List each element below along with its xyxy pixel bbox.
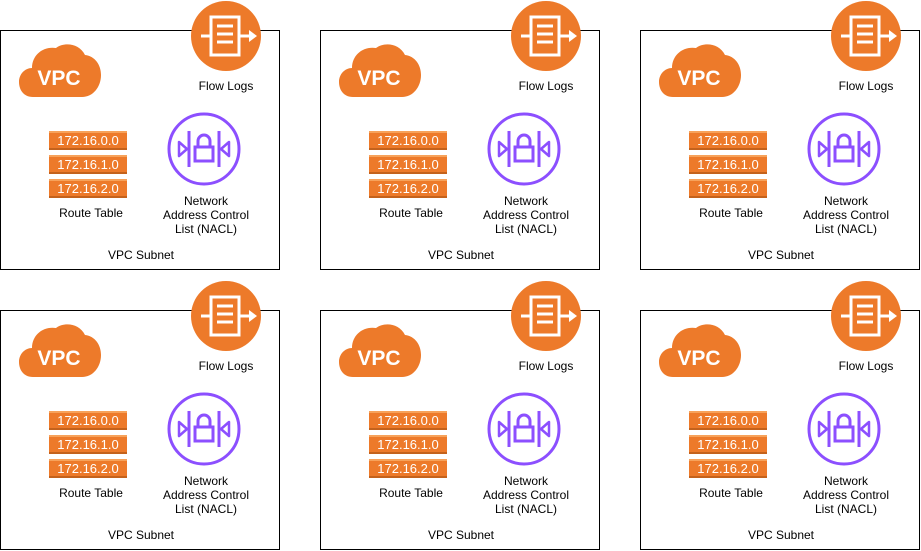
vpc-cloud-icon: VPC: [19, 324, 101, 377]
nacl-label-line: List (NACL): [814, 502, 877, 516]
subnet-label: VPC Subnet: [427, 248, 495, 262]
nacl-label: Network Address Control List (NACL): [151, 194, 261, 236]
nacl-lock-icon: [487, 112, 561, 186]
vpc-subnet: VPC Flow Logs 172.16.0.0 172.16.1.0 172.…: [0, 281, 280, 550]
vpc-label: VPC: [677, 347, 720, 370]
vpc-label: VPC: [357, 67, 400, 90]
flow-logs-label: Flow Logs: [838, 79, 894, 93]
nacl-lock-icon: [167, 112, 241, 186]
route-table-label: Route Table: [699, 206, 763, 220]
route-table: 172.16.0.0 172.16.1.0 172.16.2.0: [49, 411, 127, 483]
route-table: 172.16.0.0 172.16.1.0 172.16.2.0: [689, 411, 767, 483]
vpc-subnet: VPC Flow Logs 172.16.0.0 172.16.1.0 172.…: [320, 281, 600, 550]
nacl-lock-icon: [807, 112, 881, 186]
route-entry: 172.16.0.0: [689, 131, 767, 150]
route-entry: 172.16.0.0: [689, 411, 767, 430]
vpc-label: VPC: [357, 347, 400, 370]
nacl-label-line: Address Control: [482, 208, 570, 222]
vpc-cloud-icon: VPC: [659, 44, 741, 97]
subnet-label: VPC Subnet: [427, 528, 495, 542]
vpc-label: VPC: [37, 67, 80, 90]
vpc-cloud-icon: VPC: [19, 44, 101, 97]
route-table-label: Route Table: [699, 486, 763, 500]
route-entry: 172.16.1.0: [369, 435, 447, 454]
nacl-label: Network Address Control List (NACL): [471, 474, 581, 516]
flow-logs-icon: [191, 281, 261, 351]
nacl-label-line: Network: [823, 194, 868, 208]
subnet-label: VPC Subnet: [747, 248, 815, 262]
nacl-label-line: Network: [823, 474, 868, 488]
route-entry: 172.16.0.0: [369, 131, 447, 150]
subnet-label: VPC Subnet: [747, 528, 815, 542]
vpc-subnet: VPC Flow Logs 172.16.0.0 172.16.1.0 172.…: [320, 1, 600, 270]
nacl-label-line: Address Control: [802, 208, 890, 222]
route-entry: 172.16.2.0: [49, 179, 127, 198]
flow-logs-label: Flow Logs: [518, 79, 574, 93]
nacl-label-line: Network: [183, 194, 228, 208]
vpc-cloud-icon: VPC: [339, 324, 421, 377]
nacl-label: Network Address Control List (NACL): [471, 194, 581, 236]
vpc-label: VPC: [37, 347, 80, 370]
vpc-cloud-icon: VPC: [339, 44, 421, 97]
route-entry: 172.16.1.0: [49, 435, 127, 454]
nacl-label-line: List (NACL): [174, 502, 237, 516]
nacl-label-line: List (NACL): [494, 502, 557, 516]
nacl-label-line: Network: [503, 474, 548, 488]
flow-logs-label: Flow Logs: [838, 359, 894, 373]
vpc-subnet: VPC Flow Logs 172.16.0.0 172.16.1.0 172.…: [0, 1, 280, 270]
vpc-subnet: VPC Flow Logs 172.16.0.0 172.16.1.0 172.…: [640, 281, 920, 550]
vpc-subnet: VPC Flow Logs 172.16.0.0 172.16.1.0 172.…: [640, 1, 920, 270]
route-table: 172.16.0.0 172.16.1.0 172.16.2.0: [369, 411, 447, 483]
route-table-label: Route Table: [59, 486, 123, 500]
route-entry: 172.16.1.0: [689, 435, 767, 454]
route-entry: 172.16.0.0: [49, 411, 127, 430]
route-table: 172.16.0.0 172.16.1.0 172.16.2.0: [689, 131, 767, 203]
nacl-label-line: List (NACL): [174, 222, 237, 236]
nacl-label-line: List (NACL): [494, 222, 557, 236]
flow-logs-label: Flow Logs: [198, 79, 254, 93]
vpc-label: VPC: [677, 67, 720, 90]
nacl-label-line: Address Control: [802, 488, 890, 502]
flow-logs-icon: [511, 1, 581, 71]
flow-logs-icon: [511, 281, 581, 351]
nacl-label-line: Address Control: [482, 488, 570, 502]
nacl-label-line: Address Control: [162, 488, 250, 502]
vpc-cloud-icon: VPC: [659, 324, 741, 377]
route-entry: 172.16.2.0: [689, 179, 767, 198]
nacl-lock-icon: [487, 392, 561, 466]
route-table: 172.16.0.0 172.16.1.0 172.16.2.0: [49, 131, 127, 203]
route-entry: 172.16.1.0: [689, 155, 767, 174]
route-entry: 172.16.1.0: [369, 155, 447, 174]
route-table-label: Route Table: [59, 206, 123, 220]
flow-logs-icon: [191, 1, 261, 71]
subnet-label: VPC Subnet: [107, 248, 175, 262]
nacl-label: Network Address Control List (NACL): [791, 194, 901, 236]
route-entry: 172.16.2.0: [49, 459, 127, 478]
nacl-lock-icon: [167, 392, 241, 466]
route-table-label: Route Table: [379, 486, 443, 500]
route-entry: 172.16.2.0: [369, 179, 447, 198]
nacl-label-line: List (NACL): [814, 222, 877, 236]
route-table-label: Route Table: [379, 206, 443, 220]
nacl-label-line: Network: [503, 194, 548, 208]
route-table: 172.16.0.0 172.16.1.0 172.16.2.0: [369, 131, 447, 203]
route-entry: 172.16.0.0: [49, 131, 127, 150]
flow-logs-icon: [831, 1, 901, 71]
flow-logs-label: Flow Logs: [518, 359, 574, 373]
flow-logs-icon: [831, 281, 901, 351]
flow-logs-label: Flow Logs: [198, 359, 254, 373]
nacl-label-line: Address Control: [162, 208, 250, 222]
subnet-label: VPC Subnet: [107, 528, 175, 542]
nacl-label: Network Address Control List (NACL): [151, 474, 261, 516]
nacl-lock-icon: [807, 392, 881, 466]
route-entry: 172.16.2.0: [689, 459, 767, 478]
nacl-label-line: Network: [183, 474, 228, 488]
route-entry: 172.16.0.0: [369, 411, 447, 430]
nacl-label: Network Address Control List (NACL): [791, 474, 901, 516]
route-entry: 172.16.1.0: [49, 155, 127, 174]
route-entry: 172.16.2.0: [369, 459, 447, 478]
